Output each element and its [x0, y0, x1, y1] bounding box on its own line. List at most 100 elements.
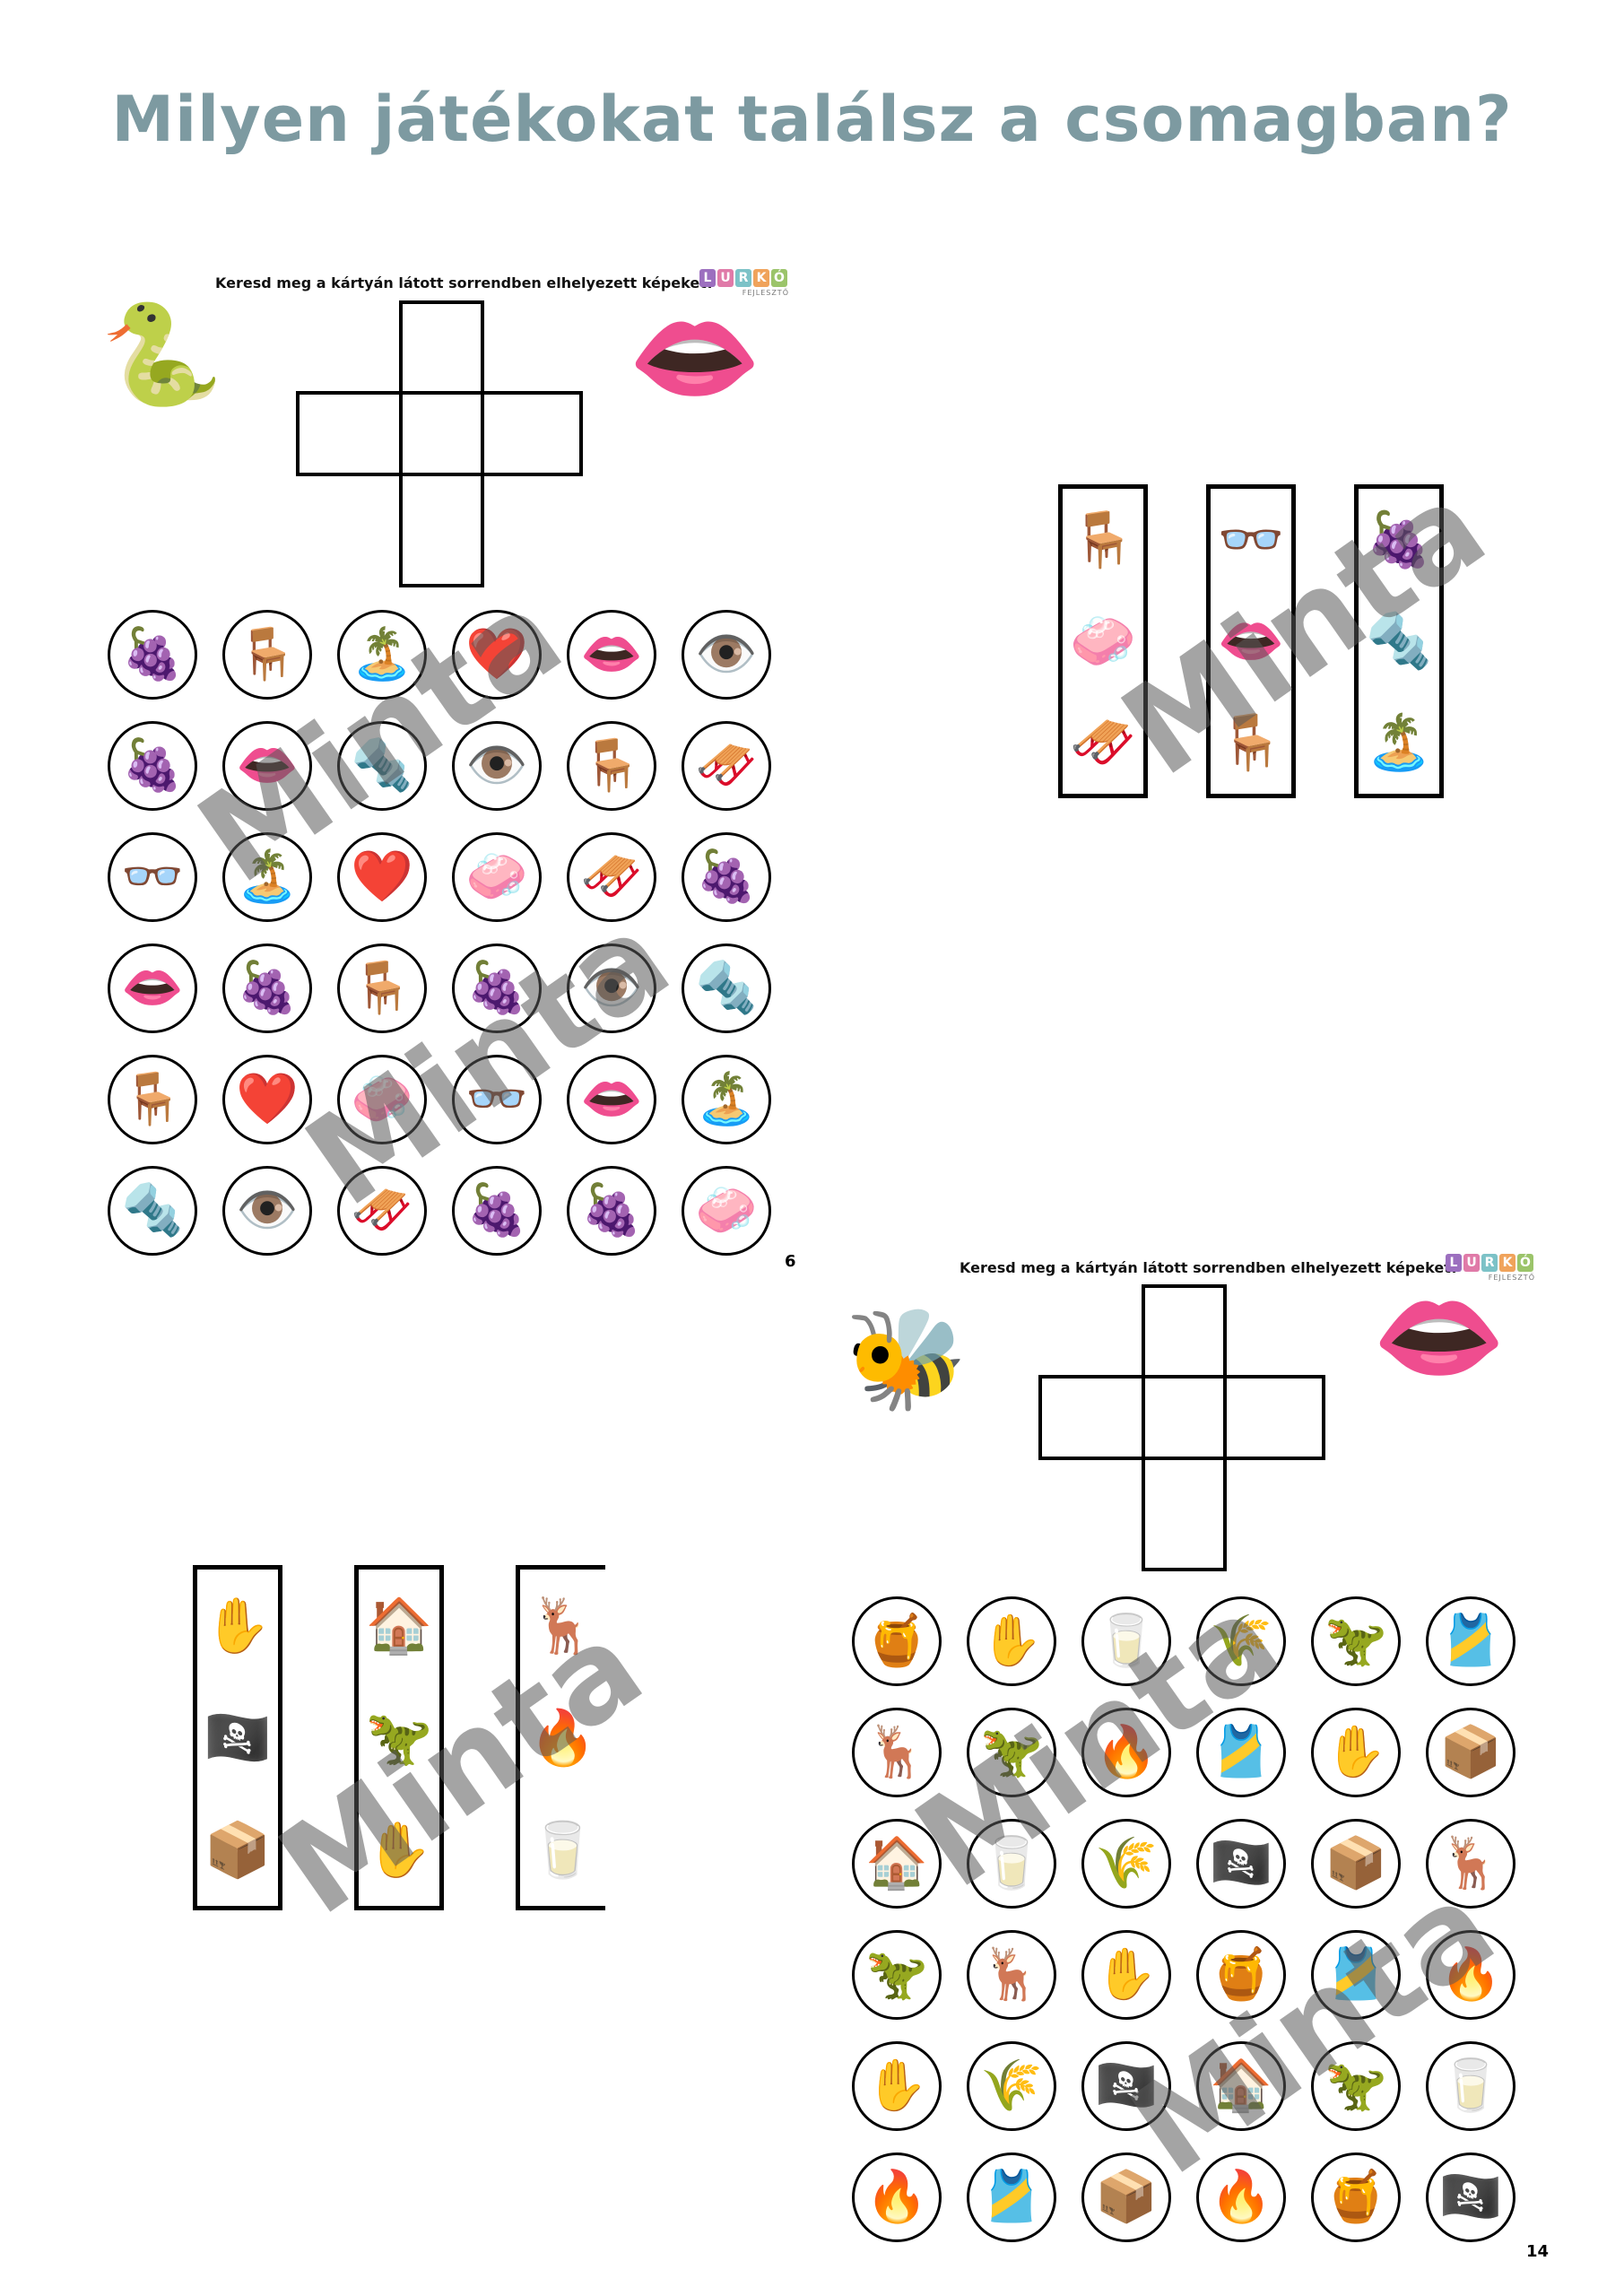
logo-letter: Ó [771, 269, 787, 287]
picture-token[interactable]: 🛷 [337, 1166, 427, 1256]
picture-token[interactable]: 📦 [1081, 2152, 1171, 2242]
picture-token[interactable]: 👓 [452, 1055, 542, 1144]
picture-token[interactable]: 👄 [108, 944, 197, 1033]
picture-token[interactable]: 🔩 [682, 944, 771, 1033]
sequence-picture: 🏠 [365, 1594, 433, 1657]
picture-token[interactable]: 👄 [567, 1055, 656, 1144]
picture-token[interactable]: ❤️ [452, 610, 542, 700]
cross-cell-center [399, 391, 484, 476]
picture-token[interactable]: 🦌 [1426, 1819, 1515, 1909]
picture-token[interactable]: 🏴‍☠️ [1426, 2152, 1515, 2242]
picture-token[interactable]: 📦 [1311, 1819, 1401, 1909]
picture-token[interactable]: 🎽 [1196, 1708, 1286, 1797]
picture-token[interactable]: ✋ [1311, 1708, 1401, 1797]
cross-cell-left [1038, 1375, 1145, 1460]
picture-token[interactable]: 🪑 [222, 610, 312, 700]
picture-token[interactable]: 🔥 [1196, 2152, 1286, 2242]
page-title: Milyen játékokat találsz a csomagban? [111, 83, 1513, 156]
picture-token[interactable]: 🔩 [337, 721, 427, 811]
picture-token[interactable]: 🌾 [1196, 1596, 1286, 1686]
picture-token[interactable]: 🍯 [1196, 1930, 1286, 2020]
picture-token[interactable]: 🥛 [1081, 1596, 1171, 1686]
picture-token[interactable]: 🔥 [1081, 1708, 1171, 1797]
picture-token[interactable]: 🔥 [1426, 1930, 1515, 2020]
sequence-picture: 🏴‍☠️ [204, 1706, 272, 1770]
sequence-picture: 📦 [204, 1818, 272, 1882]
picture-token[interactable]: 🏝️ [222, 832, 312, 922]
logo-tiles: L U R K Ó [699, 269, 789, 287]
picture-token[interactable]: 🦌 [852, 1708, 942, 1797]
picture-token[interactable]: 🪑 [567, 721, 656, 811]
cross-cell-top [1142, 1284, 1227, 1378]
picture-token[interactable]: 🏠 [852, 1819, 942, 1909]
picture-token[interactable]: 🎽 [1426, 1596, 1515, 1686]
picture-token[interactable]: 🎽 [967, 2152, 1056, 2242]
picture-token[interactable]: ❤️ [337, 832, 427, 922]
picture-token[interactable]: 📦 [1426, 1708, 1515, 1797]
sequence-picture: 🪑 [1069, 508, 1137, 571]
sequence-picture: 🔩 [1365, 609, 1433, 673]
picture-token[interactable]: 🦌 [967, 1930, 1056, 2020]
picture-token[interactable]: 🏠 [1196, 2041, 1286, 2131]
logo-letter: R [735, 269, 751, 287]
bee-icon: 🐝 [845, 1301, 968, 1416]
picture-token[interactable]: 🍇 [222, 944, 312, 1033]
picture-token[interactable]: 🦖 [1311, 1596, 1401, 1686]
sequence-card: 🦌🔥🥛 [516, 1565, 605, 1910]
picture-token[interactable]: 🪑 [337, 944, 427, 1033]
picture-token[interactable]: 🏴‍☠️ [1196, 1819, 1286, 1909]
sequence-picture: 🪑 [1217, 711, 1285, 775]
watermark: Minta [1097, 454, 1511, 804]
sequence-picture: 🦖 [365, 1706, 433, 1770]
picture-token[interactable]: 👁️ [452, 721, 542, 811]
picture-token[interactable]: 👄 [222, 721, 312, 811]
sequence-picture: 🏝️ [1365, 711, 1433, 775]
picture-token[interactable]: 🏝️ [337, 610, 427, 700]
picture-token[interactable]: ❤️ [222, 1055, 312, 1144]
picture-token[interactable]: 🛷 [682, 721, 771, 811]
sheet2-logo: L U R K Ó FEJLESZTŐ [1446, 1254, 1535, 1290]
picture-token[interactable]: 🌾 [1081, 1819, 1171, 1909]
picture-token[interactable]: 🍇 [452, 1166, 542, 1256]
logo-subtitle: FEJLESZTŐ [742, 289, 789, 297]
picture-token[interactable]: 👓 [108, 832, 197, 922]
picture-token[interactable]: 🍯 [852, 1596, 942, 1686]
sequence-picture: ✋ [365, 1818, 433, 1882]
picture-token[interactable]: 🌾 [967, 2041, 1056, 2131]
sequence-picture: 👓 [1217, 508, 1285, 571]
picture-token[interactable]: 🍯 [1311, 2152, 1401, 2242]
sequence-picture: 👄 [1217, 609, 1285, 673]
picture-token[interactable]: 👁️ [567, 944, 656, 1033]
picture-token[interactable]: 🧼 [337, 1055, 427, 1144]
sequence-picture: 🥛 [529, 1818, 596, 1882]
sequence-card: 👓 👄 🪑 [1206, 484, 1296, 798]
picture-token[interactable]: 🦖 [1311, 2041, 1401, 2131]
picture-token[interactable]: ✋ [1081, 1930, 1171, 2020]
picture-token[interactable]: 🍇 [682, 832, 771, 922]
sheet2-page-number: 14 [1526, 2242, 1550, 2261]
picture-token[interactable]: 🏴‍☠️ [1081, 2041, 1171, 2131]
picture-token[interactable]: 🧼 [682, 1166, 771, 1256]
picture-token[interactable]: 🧼 [452, 832, 542, 922]
picture-token[interactable]: 🔩 [108, 1166, 197, 1256]
picture-token[interactable]: ✋ [967, 1596, 1056, 1686]
picture-token[interactable]: 🦖 [967, 1708, 1056, 1797]
sequence-picture: 🛷 [1069, 711, 1137, 775]
picture-token[interactable]: 🎽 [1311, 1930, 1401, 2020]
picture-token[interactable]: 🥛 [1426, 2041, 1515, 2131]
picture-token[interactable]: 🦖 [852, 1930, 942, 2020]
picture-token[interactable]: 🍇 [567, 1166, 656, 1256]
picture-token[interactable]: 👄 [567, 610, 656, 700]
picture-token[interactable]: 🛷 [567, 832, 656, 922]
picture-token[interactable]: 🔥 [852, 2152, 942, 2242]
picture-token[interactable]: 👁️ [222, 1166, 312, 1256]
picture-token[interactable]: 🏝️ [682, 1055, 771, 1144]
picture-token[interactable]: 🍇 [452, 944, 542, 1033]
picture-token[interactable]: 🍇 [108, 721, 197, 811]
picture-token[interactable]: 🥛 [967, 1819, 1056, 1909]
picture-token[interactable]: 👁️ [682, 610, 771, 700]
watermark: Minta [254, 1593, 668, 1944]
picture-token[interactable]: 🍇 [108, 610, 197, 700]
picture-token[interactable]: 🪑 [108, 1055, 197, 1144]
picture-token[interactable]: ✋ [852, 2041, 942, 2131]
